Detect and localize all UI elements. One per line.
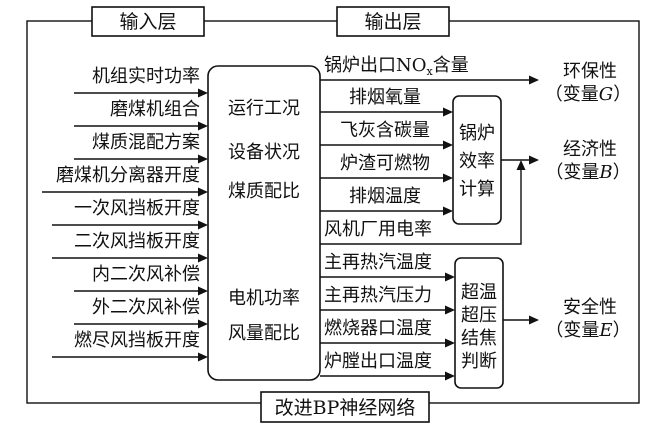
boiler-efficiency-line: 效率 bbox=[459, 151, 495, 172]
result-environmental: 环保性 （变量G） bbox=[545, 61, 631, 105]
input-label: 燃尽风挡板开度 bbox=[74, 330, 200, 351]
input-list: 机组实时功率 磨煤机组合 煤质混配方案 磨煤机分离器开度 一次风挡板开度 二次风… bbox=[42, 66, 208, 362]
center-box-text: 运行工况 设备状况 煤质配比 电机功率 风量配比 bbox=[228, 98, 300, 344]
output-arrowhead bbox=[445, 305, 455, 315]
fan-power-connector bbox=[320, 168, 522, 245]
input-arrowhead bbox=[198, 187, 208, 197]
input-arrowhead bbox=[198, 121, 208, 131]
input-arrowhead bbox=[198, 220, 208, 230]
judgement-line: 超压 bbox=[461, 305, 497, 326]
center-line: 电机功率 bbox=[228, 288, 300, 309]
efficiency-to-economic-arrowhead bbox=[529, 155, 539, 165]
output-nox-label: 锅炉出口NOx含量 bbox=[324, 55, 469, 78]
output-layer-label: 输出层 bbox=[364, 11, 421, 33]
result-economic: 经济性 （变量B） bbox=[545, 139, 630, 183]
input-label: 磨煤机分离器开度 bbox=[56, 165, 200, 186]
center-line: 设备状况 bbox=[228, 142, 300, 163]
input-arrowhead bbox=[198, 352, 208, 362]
output-fan-power-label: 风机厂用电率 bbox=[324, 219, 432, 240]
judgement-line: 结焦 bbox=[461, 328, 497, 349]
output-label: 炉膛出口温度 bbox=[324, 351, 432, 372]
output-arrowhead bbox=[445, 338, 455, 348]
input-arrowhead bbox=[198, 319, 208, 329]
result-safety: 安全性 （变量E） bbox=[545, 297, 630, 341]
input-layer-label: 输入层 bbox=[119, 11, 176, 33]
result-name: 环保性 bbox=[563, 61, 617, 82]
input-label: 外二次风补偿 bbox=[92, 297, 200, 318]
input-arrowhead bbox=[198, 286, 208, 296]
judgement-to-safety-arrowhead bbox=[529, 315, 539, 325]
boiler-efficiency-line: 计算 bbox=[459, 179, 495, 200]
input-label: 二次风挡板开度 bbox=[74, 231, 200, 252]
nox-subscript: x bbox=[427, 65, 434, 78]
output-label: 炉渣可燃物 bbox=[340, 153, 430, 174]
output-label: 排烟氧量 bbox=[349, 87, 421, 108]
input-arrowhead bbox=[198, 154, 208, 164]
output-label: 飞灰含碳量 bbox=[340, 120, 430, 141]
boiler-output-group: 排烟氧量 飞灰含碳量 炉渣可燃物 排烟温度 bbox=[320, 87, 453, 216]
result-variable: （变量B） bbox=[545, 162, 630, 183]
judgement-line: 超温 bbox=[461, 282, 497, 303]
judgement-box bbox=[454, 257, 504, 389]
nox-arrowhead bbox=[529, 75, 539, 85]
center-line: 运行工况 bbox=[228, 98, 300, 119]
input-label: 一次风挡板开度 bbox=[74, 198, 200, 219]
result-name: 经济性 bbox=[563, 139, 617, 160]
input-label: 机组实时功率 bbox=[92, 66, 200, 87]
output-arrowhead bbox=[443, 140, 453, 150]
input-arrowhead bbox=[198, 88, 208, 98]
output-arrowhead bbox=[443, 206, 453, 216]
output-layer-tab bbox=[336, 6, 450, 37]
footer-label: 改进BP神经网络 bbox=[275, 397, 416, 419]
boiler-efficiency-line: 锅炉 bbox=[459, 123, 495, 144]
result-variable: （变量G） bbox=[545, 84, 631, 105]
output-arrowhead bbox=[443, 107, 453, 117]
output-label: 主再热汽压力 bbox=[324, 285, 432, 306]
input-arrowhead bbox=[198, 253, 208, 263]
input-label: 磨煤机组合 bbox=[110, 99, 200, 120]
safety-output-group: 主再热汽温度 主再热汽压力 燃烧器口温度 炉膛出口温度 bbox=[320, 252, 455, 381]
input-label: 内二次风补偿 bbox=[92, 264, 200, 285]
output-label: 燃烧器口温度 bbox=[324, 318, 432, 339]
footer-box bbox=[260, 391, 430, 423]
fan-power-arrowhead bbox=[516, 160, 526, 170]
center-line: 煤质配比 bbox=[228, 181, 300, 202]
result-name: 安全性 bbox=[563, 297, 617, 318]
output-label: 排烟温度 bbox=[349, 186, 421, 207]
output-label: 主再热汽温度 bbox=[324, 252, 432, 273]
center-line: 风量配比 bbox=[228, 323, 300, 344]
result-variable: （变量E） bbox=[545, 320, 630, 341]
center-box bbox=[207, 65, 321, 381]
input-label: 煤质混配方案 bbox=[92, 132, 200, 153]
judgement-line: 判断 bbox=[461, 351, 497, 372]
output-arrowhead bbox=[445, 371, 455, 381]
output-arrowhead bbox=[443, 173, 453, 183]
input-layer-tab bbox=[91, 6, 205, 37]
output-arrowhead bbox=[445, 272, 455, 282]
